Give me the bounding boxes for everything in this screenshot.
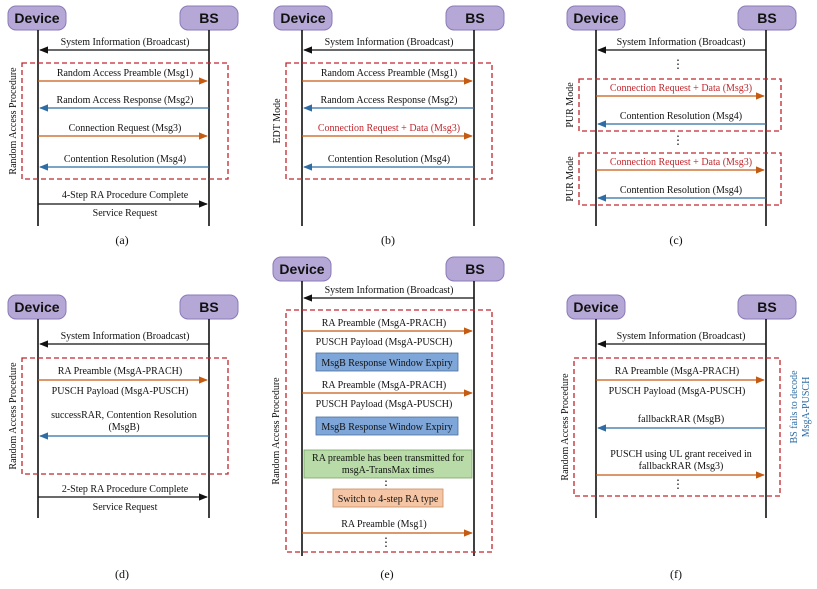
msg-msg3: Connection Request (Msg3)	[69, 123, 182, 134]
msg-msg3-data-1: Connection Request + Data (Msg3)	[610, 83, 752, 94]
msg-msga-pusch-2: PUSCH Payload (MsgA-PUSCH)	[316, 399, 453, 410]
msgb-expiry-text-2: MsgB Response Window Expiry	[321, 422, 452, 433]
device-node-label: Device	[573, 10, 618, 26]
bs-node-label: BS	[199, 299, 218, 315]
ra-procedure-label: Random Access Procedure	[8, 67, 19, 175]
edt-mode-region	[285, 62, 493, 180]
msgb-expiry-text-1: MsgB Response Window Expiry	[321, 358, 452, 369]
ra-procedure-region	[21, 62, 229, 180]
msgb-expiry-box-2	[315, 416, 459, 436]
ra-procedure-region	[573, 357, 781, 497]
bs-node	[737, 5, 797, 31]
msg-fallback-rar: fallbackRAR (MsgB)	[638, 414, 724, 425]
bs-node	[737, 294, 797, 320]
panel-d: Device BS System Information (Broadcast)…	[7, 294, 239, 581]
msg-msg3-data-2: Connection Request + Data (Msg3)	[610, 157, 752, 168]
msg-msg2: Random Access Response (Msg2)	[57, 95, 194, 106]
ellipsis: ⋮	[380, 535, 392, 549]
bs-node-label: BS	[757, 10, 776, 26]
bs-node	[445, 256, 505, 282]
msg-pusch-ul-grant-1: PUSCH using UL grant received in	[610, 449, 752, 460]
caption-e: (e)	[380, 567, 393, 581]
transmax-text-2: msgA-TransMax times	[342, 465, 434, 476]
msg-system-info: System Information (Broadcast)	[617, 37, 746, 48]
pur-mode-label-1: PUR Mode	[565, 82, 576, 128]
msg-msga-prach-1: RA Preamble (MsgA-PRACH)	[322, 318, 446, 329]
msg-msg1: Random Access Preamble (Msg1)	[57, 68, 193, 79]
edt-mode-label: EDT Mode	[272, 98, 283, 144]
msg-msgb: (MsgB)	[108, 422, 139, 433]
panel-c: Device BS System Information (Broadcast)…	[565, 5, 797, 247]
ra-procedure-label: Random Access Procedure	[8, 362, 19, 470]
msg-msg4-1: Contention Resolution (Msg4)	[620, 111, 742, 122]
msg-msg4: Contention Resolution (Msg4)	[328, 154, 450, 165]
msg-msg4-2: Contention Resolution (Msg4)	[620, 185, 742, 196]
device-node-label: Device	[279, 261, 324, 277]
panel-b: Device BS System Information (Broadcast)…	[272, 5, 505, 247]
panel-e: Device BS System Information (Broadcast)…	[271, 256, 505, 581]
msg-msga-prach: RA Preamble (MsgA-PRACH)	[615, 366, 739, 377]
msg-system-info: System Information (Broadcast)	[617, 331, 746, 342]
transmax-text-1: RA preamble has been transmitted for	[312, 453, 465, 464]
ra-procedure-label: Random Access Procedure	[271, 377, 282, 485]
device-node	[273, 5, 333, 31]
switch-4step-box	[332, 488, 444, 508]
msg-msg1: RA Preamble (Msg1)	[341, 519, 427, 530]
switch-4step-text: Switch to 4-step RA type	[338, 494, 439, 505]
msg-success-rar: successRAR, Contention Resolution	[51, 410, 197, 421]
caption-c: (c)	[669, 233, 682, 247]
msg-msg1: Random Access Preamble (Msg1)	[321, 68, 457, 79]
bs-node-label: BS	[199, 10, 218, 26]
msg-msga-pusch-1: PUSCH Payload (MsgA-PUSCH)	[316, 337, 453, 348]
device-node-label: Device	[280, 10, 325, 26]
caption-b: (b)	[381, 233, 395, 247]
msg-system-info: System Information (Broadcast)	[61, 331, 190, 342]
device-node-label: Device	[14, 299, 59, 315]
pur-mode-region-1	[578, 78, 782, 132]
bs-decode-fail-note-2: MsgA-PUSCH	[801, 377, 812, 438]
msg-msga-prach-2: RA Preamble (MsgA-PRACH)	[322, 380, 446, 391]
bs-decode-fail-note-1: BS fails to decode	[789, 370, 800, 444]
msg-system-info: System Information (Broadcast)	[325, 37, 454, 48]
caption-a: (a)	[115, 233, 128, 247]
pur-mode-region-2	[578, 152, 782, 206]
msg-pusch-ul-grant-2: fallbackRAR (Msg3)	[639, 461, 724, 472]
bs-node-label: BS	[465, 261, 484, 277]
ra-procedure-region	[21, 357, 229, 475]
msg-msga-pusch: PUSCH Payload (MsgA-PUSCH)	[609, 386, 746, 397]
caption-f: (f)	[670, 567, 682, 581]
device-node	[7, 5, 67, 31]
msg-msg2: Random Access Response (Msg2)	[321, 95, 458, 106]
msg-msg4: Contention Resolution (Msg4)	[64, 154, 186, 165]
ellipsis: ⋮	[672, 57, 684, 71]
msg-ra-complete: 4-Step RA Procedure Complete	[62, 190, 189, 201]
ellipsis: ⋮	[380, 478, 392, 492]
pur-mode-label-2: PUR Mode	[565, 156, 576, 202]
ellipsis: ⋮	[672, 133, 684, 147]
msg-service-request: Service Request	[93, 502, 158, 513]
panel-f: Device BS System Information (Broadcast)…	[560, 294, 812, 581]
bs-node	[445, 5, 505, 31]
transmax-box	[303, 449, 473, 479]
ellipsis: ⋮	[672, 477, 684, 491]
msgb-expiry-box-1	[315, 352, 459, 372]
device-node-label: Device	[14, 10, 59, 26]
bs-node-label: BS	[757, 299, 776, 315]
msg-msga-prach: RA Preamble (MsgA-PRACH)	[58, 366, 182, 377]
msg-msg3-data: Connection Request + Data (Msg3)	[318, 123, 460, 134]
device-node	[7, 294, 67, 320]
msg-msga-pusch: PUSCH Payload (MsgA-PUSCH)	[52, 386, 189, 397]
bs-node-label: BS	[465, 10, 484, 26]
device-node-label: Device	[573, 299, 618, 315]
caption-d: (d)	[115, 567, 129, 581]
msg-service-request: Service Request	[93, 208, 158, 219]
msg-ra-complete: 2-Step RA Procedure Complete	[62, 484, 189, 495]
panel-a: Device BS System Information (Broadcast)…	[7, 5, 239, 247]
msg-system-info: System Information (Broadcast)	[61, 37, 190, 48]
ra-procedure-label: Random Access Procedure	[560, 373, 571, 481]
msg-system-info: System Information (Broadcast)	[325, 285, 454, 296]
